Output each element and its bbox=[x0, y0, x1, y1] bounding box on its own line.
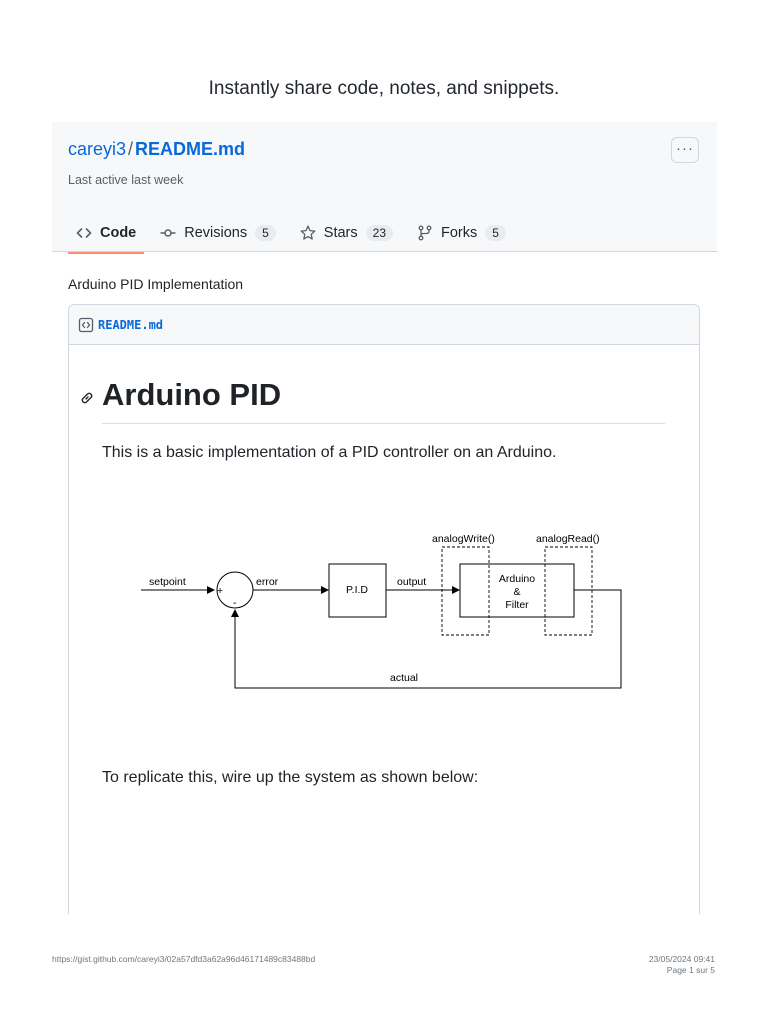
readme-wire-text: To replicate this, wire up the system as… bbox=[102, 769, 479, 786]
gist-description: Arduino PID Implementation bbox=[68, 276, 244, 292]
analog-write-region bbox=[441, 546, 490, 636]
analog-read-label: analogRead() bbox=[536, 533, 600, 545]
analog-write-label: analogWrite() bbox=[432, 533, 495, 545]
pid-label: P.I.D bbox=[346, 584, 368, 596]
fork-icon bbox=[418, 225, 432, 241]
setpoint-label: setpoint bbox=[149, 576, 186, 588]
tagline: Instantly share code, notes, and snippet… bbox=[208, 78, 560, 99]
actual-label: actual bbox=[390, 672, 418, 684]
owner-link[interactable]: careyi3 bbox=[68, 139, 127, 159]
output-label: output bbox=[397, 576, 426, 588]
arduino-label-line3: Filter bbox=[505, 599, 529, 611]
footer-page: Page 1 sur 5 bbox=[666, 965, 715, 975]
gist-header: careyi3/README.md Last active last week … bbox=[52, 122, 717, 254]
error-label: error bbox=[256, 576, 279, 588]
gist-title: careyi3/README.md bbox=[68, 139, 245, 160]
footer-url: https://gist.github.com/careyi3/02a57dfd… bbox=[52, 954, 316, 964]
forks-count: 5 bbox=[485, 225, 506, 241]
file-name-link[interactable]: README.md bbox=[98, 317, 164, 332]
footer-date: 23/05/2024 09:41 bbox=[648, 954, 715, 964]
arduino-label-line1: Arduino bbox=[499, 573, 535, 585]
tab-code-label: Code bbox=[100, 225, 137, 241]
tab-stars-label: Stars bbox=[323, 225, 358, 241]
plus-sign: + bbox=[217, 585, 223, 597]
file-header: README.md bbox=[69, 305, 699, 345]
gist-tabs: Code Revisions 5 Stars 23 Forks 5 bbox=[68, 214, 522, 254]
link-icon[interactable] bbox=[79, 390, 95, 406]
revisions-count: 5 bbox=[255, 225, 276, 241]
tab-forks-label: Forks bbox=[441, 225, 478, 241]
minus-sign: - bbox=[233, 597, 237, 609]
arduino-label-line2: & bbox=[513, 586, 520, 598]
readme-intro: This is a basic implementation of a PID … bbox=[102, 444, 557, 461]
code-icon bbox=[76, 228, 92, 238]
file-box: README.md Arduino PID This is a basic im… bbox=[68, 304, 700, 914]
pid-block-diagram: setpoint + - error P.I.D output analogWr… bbox=[141, 533, 622, 689]
tab-revisions[interactable]: Revisions 5 bbox=[152, 214, 284, 252]
tab-code[interactable]: Code bbox=[68, 214, 145, 254]
stars-count: 23 bbox=[365, 225, 393, 241]
gist-filename-link[interactable]: README.md bbox=[135, 139, 246, 159]
analog-read-region bbox=[544, 546, 593, 636]
commit-icon bbox=[160, 229, 176, 237]
star-icon bbox=[300, 225, 316, 240]
more-options-button[interactable]: ··· bbox=[671, 137, 699, 163]
last-active-text: Last active last week bbox=[68, 173, 184, 187]
footer-date-block: 23/05/2024 09:41 Page 1 sur 5 bbox=[649, 954, 715, 976]
file-code-icon bbox=[78, 317, 94, 332]
title-separator: / bbox=[128, 139, 134, 159]
tab-stars[interactable]: Stars 23 bbox=[292, 214, 401, 252]
readme-heading: Arduino PID bbox=[102, 377, 665, 424]
tab-revisions-label: Revisions bbox=[184, 225, 248, 241]
tab-forks[interactable]: Forks 5 bbox=[409, 214, 514, 252]
